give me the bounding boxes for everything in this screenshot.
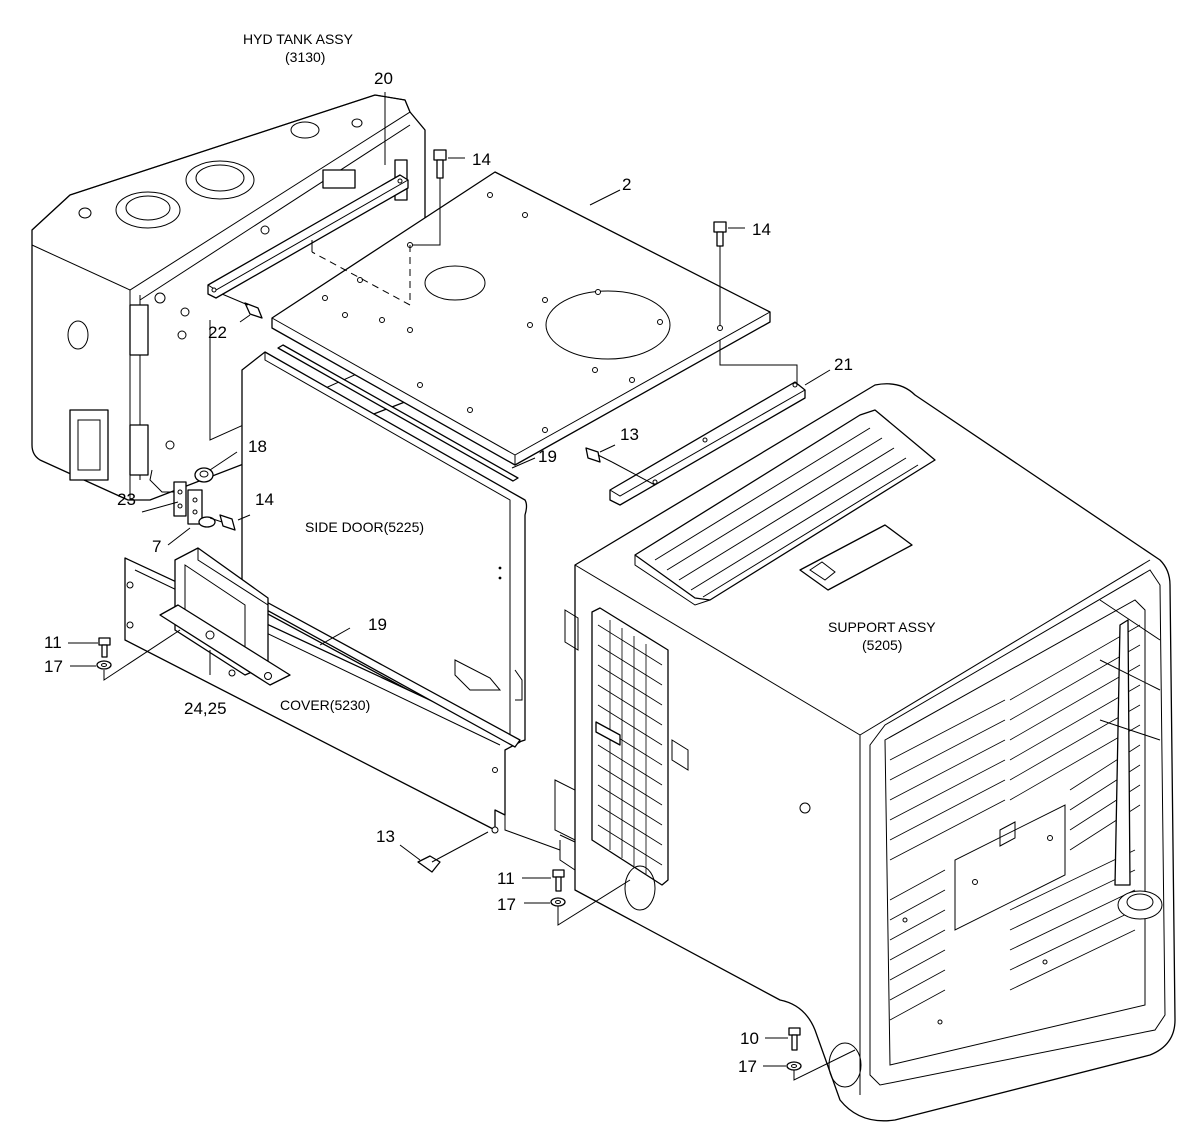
bolt-11-left xyxy=(98,637,111,658)
callout-11-right: 11 xyxy=(497,869,515,888)
callout-14-lower: 14 xyxy=(255,490,274,509)
hyd-tank-assy-code: (3130) xyxy=(285,49,325,65)
callout-18: 18 xyxy=(248,437,267,456)
bolt-10 xyxy=(788,1027,801,1051)
callout-13-lower: 13 xyxy=(376,827,395,846)
grommet-18 xyxy=(194,467,214,483)
handle-bracket xyxy=(159,547,291,686)
callout-19-upper: 19 xyxy=(538,447,557,466)
support-assembly xyxy=(554,383,1176,1122)
bracket-21 xyxy=(609,381,806,506)
support-assy-label: SUPPORT ASSY xyxy=(828,619,936,635)
cover-label: COVER(5230) xyxy=(280,697,370,713)
side-door-label: SIDE DOOR(5225) xyxy=(305,519,424,535)
washer-17-mid xyxy=(550,897,566,907)
bolt-14-lower xyxy=(209,514,236,531)
callout-24-25: 24,25 xyxy=(184,699,227,718)
washer-17-right xyxy=(786,1061,802,1071)
callout-13-upper: 13 xyxy=(620,425,639,444)
bracket-20 xyxy=(207,174,409,299)
leader-lines xyxy=(68,92,856,1081)
callout-17-right: 17 xyxy=(738,1057,757,1076)
callout-11-left: 11 xyxy=(44,633,62,652)
hyd-tank-assy-label: HYD TANK ASSY xyxy=(243,31,354,47)
clip-23 xyxy=(173,481,187,517)
bolt-14-upper-left xyxy=(433,149,447,179)
bolt-22 xyxy=(221,293,263,319)
callout-21: 21 xyxy=(834,355,853,374)
callout-23: 23 xyxy=(117,490,136,509)
top-plate xyxy=(271,171,771,466)
bolt-13-upper xyxy=(585,447,613,463)
callout-22: 22 xyxy=(208,323,227,342)
callout-17-mid: 17 xyxy=(497,895,516,914)
callout-17-left: 17 xyxy=(44,657,63,676)
callout-19-lower: 19 xyxy=(368,615,387,634)
callout-2: 2 xyxy=(622,175,631,194)
bolt-13-lower xyxy=(417,831,489,873)
support-assy-code: (5205) xyxy=(862,637,902,653)
bolt-11-right xyxy=(552,869,565,892)
callout-10: 10 xyxy=(740,1029,759,1048)
washer-17-left xyxy=(96,660,112,670)
hinge-7 xyxy=(187,489,216,528)
bolt-14-upper-right xyxy=(713,221,727,247)
callout-14-upper-right: 14 xyxy=(752,220,771,239)
callout-7: 7 xyxy=(152,537,161,556)
callout-20: 20 xyxy=(374,69,393,88)
door-seal-strip-upper xyxy=(277,344,519,482)
callout-14-upper-left: 14 xyxy=(472,150,491,169)
